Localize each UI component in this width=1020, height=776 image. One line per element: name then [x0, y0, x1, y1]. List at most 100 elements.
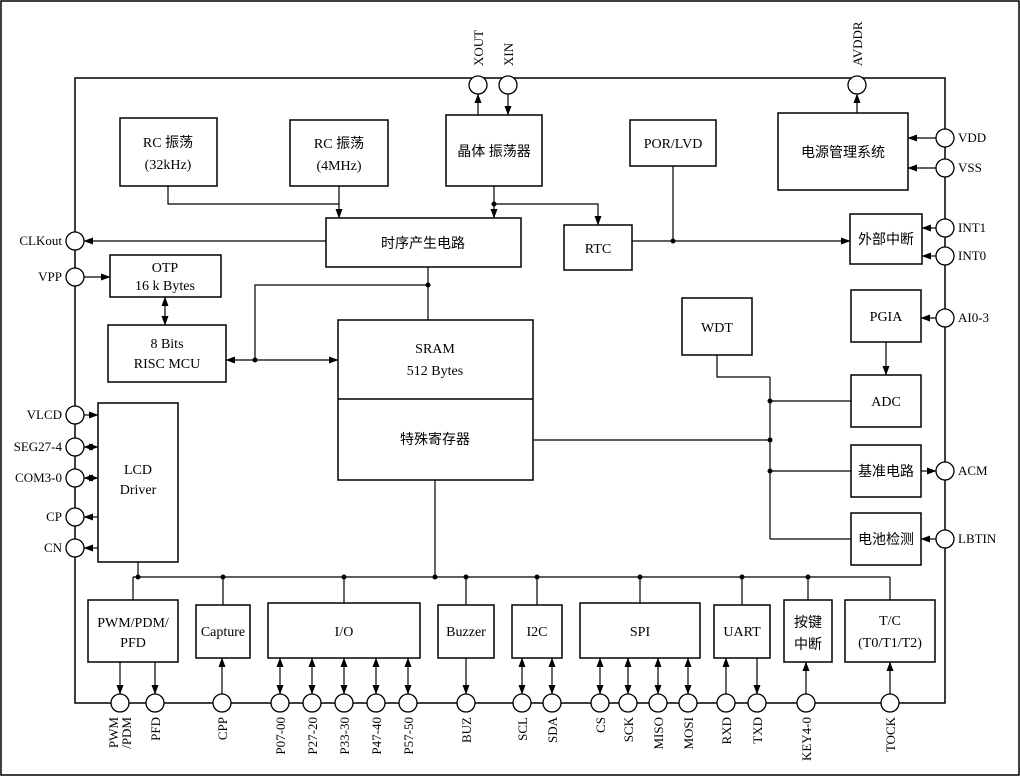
block-rc4m [289, 119, 389, 187]
block-io [267, 602, 421, 659]
pin-pfd [145, 693, 165, 713]
block-rc32k-label: RC 振荡 [143, 135, 193, 151]
block-buzzer-label: Buzzer [446, 625, 486, 640]
pin-label-lbtin: LBTIN [958, 531, 997, 546]
block-mcu-label: 8 Bits [150, 337, 183, 352]
pin-label-scl: SCL [515, 717, 530, 741]
pin-p27-20 [302, 693, 322, 713]
pin-label-seg27-4: SEG27-4 [14, 439, 63, 454]
block-rc4m-label: RC 振荡 [314, 136, 364, 152]
pin-txd [747, 693, 767, 713]
pin-p47-40 [366, 693, 386, 713]
block-io-label: I/O [335, 625, 354, 640]
pin-label-xin: XIN [501, 42, 516, 66]
pin-seg27-4 [65, 437, 85, 457]
block-mcu [107, 324, 227, 383]
pin-label-key4-0: KEY4-0 [799, 717, 814, 761]
block-rc4m-label2: (4MHz) [316, 159, 361, 174]
block-i2c-label: I2C [527, 625, 548, 640]
pin-scl [512, 693, 532, 713]
pin-sck [618, 693, 638, 713]
block-sfr-label: 特殊寄存器 [400, 431, 470, 448]
pin-label-rxd: RXD [719, 717, 734, 744]
pin-cpp [212, 693, 232, 713]
block-sram-label2: 512 Bytes [407, 364, 463, 379]
junction-dots [135, 201, 811, 580]
block-spi [579, 602, 701, 659]
block-crystal-osc [445, 114, 543, 187]
pin-label-vlcd: VLCD [27, 407, 62, 422]
wire-wdt-to-rightbus [716, 355, 770, 378]
pin-label-txd: TXD [750, 717, 765, 744]
pin-label-int0: INT0 [958, 248, 986, 263]
pin-acm [935, 461, 955, 481]
block-tc [844, 599, 936, 663]
pin-buz [456, 693, 476, 713]
block-key-int-label: 按键 [794, 615, 822, 631]
pin-label-int1: INT1 [958, 220, 986, 235]
block-por-lvd-label: POR/LVD [644, 137, 703, 152]
block-lcd-driver [97, 402, 179, 563]
pin-rxd [716, 693, 736, 713]
pin-label-p33-30: P33-30 [337, 717, 352, 755]
block-key-int [783, 599, 833, 663]
block-rc32k-label2: (32kHz) [145, 158, 192, 173]
pin-p33-30 [334, 693, 354, 713]
block-ext-int-label: 外部中断 [858, 232, 914, 248]
pin-label-buz: BUZ [459, 717, 474, 743]
pin-cn [65, 538, 85, 558]
pin-label-p07-00: P07-00 [273, 717, 288, 755]
pin-cs [590, 693, 610, 713]
block-otp [109, 254, 222, 298]
pin-int1 [935, 218, 955, 238]
pin-int0 [935, 246, 955, 266]
pin-clkout [65, 231, 85, 251]
wire-crystal-to-rtc [494, 203, 602, 226]
block-capture [195, 604, 251, 659]
block-otp-label: OTP [152, 261, 179, 276]
block-rc32k [119, 117, 218, 187]
pin-label-avddr: AVDDR [850, 21, 865, 66]
block-sram-sfr [337, 319, 534, 481]
pin-label-sck: SCK [621, 716, 636, 742]
pin-miso [648, 693, 668, 713]
pin-label-clkout: CLKout [19, 233, 62, 248]
wires [83, 93, 937, 695]
pin-vpp [65, 267, 85, 287]
pin-label-p57-50: P57-50 [401, 717, 416, 755]
block-power-mgmt-label: 电源管理系统 [801, 145, 885, 161]
pin-label-pwm: PWM [106, 717, 121, 749]
block-wdt-label: WDT [701, 321, 733, 336]
pin-label-pdm: /PDM [119, 717, 134, 749]
pin-label-ai0-3: AI0-3 [958, 310, 989, 325]
pin-label-vss: VSS [958, 160, 982, 175]
block-pgia-label: PGIA [870, 310, 904, 325]
block-adc [850, 374, 922, 428]
block-mcu-label2: RISC MCU [134, 357, 201, 372]
pin-label-p27-20: P27-20 [305, 717, 320, 755]
block-battery-detect [850, 512, 922, 566]
block-timing [325, 217, 522, 268]
pin-pwm-pdm [110, 693, 130, 713]
block-pwm-label2: PFD [120, 636, 146, 651]
pin-xout [468, 75, 488, 95]
block-rtc-label: RTC [585, 242, 611, 257]
block-por-lvd [629, 119, 717, 167]
pin-label-cp: CP [46, 509, 62, 524]
block-wdt [681, 297, 753, 356]
pin-com3-0 [65, 468, 85, 488]
pin-label-tock: TOCK [883, 716, 898, 752]
pin-label-p47-40: P47-40 [369, 717, 384, 755]
pin-label-cn: CN [44, 540, 63, 555]
pin-label-sda: SDA [545, 716, 560, 743]
pin-label-com3-0: COM3-0 [15, 470, 62, 485]
pin-label-pwm-pdm: PWM/PDM [106, 717, 134, 749]
pin-label-cs: CS [593, 717, 608, 733]
block-key-int-label2: 中断 [794, 637, 822, 653]
pin-vss [935, 158, 955, 178]
pin-ai0-3 [935, 308, 955, 328]
block-pgia [850, 289, 922, 343]
block-uart-label: UART [723, 625, 761, 640]
